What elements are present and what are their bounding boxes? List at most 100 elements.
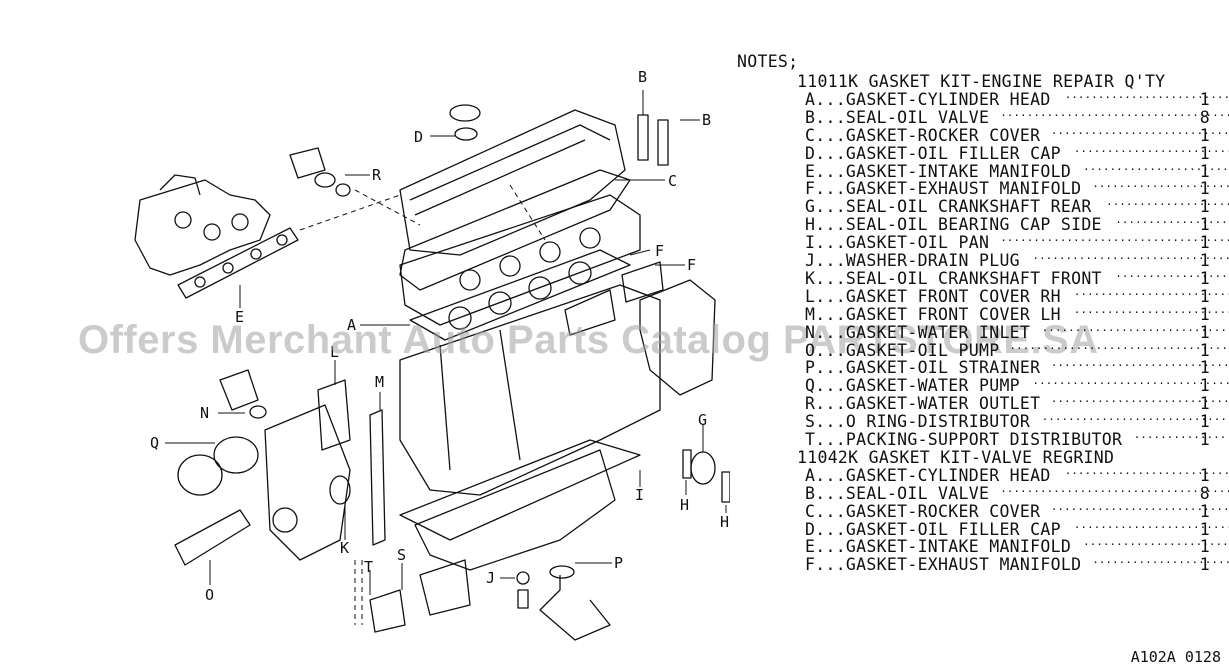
item-qty: 1 [1199,143,1210,163]
intake-manifold-gasket [177,227,299,299]
item-qty: 1 [1199,197,1210,217]
callout-f-lower: F [687,256,696,274]
engine-block [399,284,661,496]
item-label: D...GASKET-OIL FILLER CAP [805,143,1061,163]
item-label: P...GASKET-OIL STRAINER [805,358,1041,378]
item-qty: 1 [1199,376,1210,396]
callout-l: L [330,343,339,361]
item-label: B...SEAL-OIL VALVE [805,483,990,503]
item-label: Q...GASKET-WATER PUMP [805,376,1020,396]
oil-pan-gasket [399,439,641,541]
dot-leader: ......................... [1083,159,1229,173]
callout-r: R [372,166,382,184]
kit-title: 11042K GASKET KIT-VALVE REGRIND [797,447,1115,467]
item-label: J...WASHER-DRAIN PLUG [805,251,1020,270]
rocker-cover [399,109,626,256]
water-outlet [289,147,326,179]
item-label: S...O RING-DISTRIBUTOR [805,412,1031,432]
dot-leader: .................................. [1041,320,1229,334]
dot-leader: .................... [1106,195,1229,209]
callout-h-left: H [680,496,689,514]
callout-t: T [364,558,373,576]
callout-c: C [668,172,677,190]
item-qty: 1 [1199,251,1210,270]
dot-leader: .................. [1115,213,1229,227]
cylinder-head [399,194,641,326]
dot-leader: ....................... [1092,177,1229,191]
notes-header: NOTES; [737,52,799,71]
item-qty: 1 [1199,501,1210,521]
rocker-cover-gasket [399,169,631,291]
dot-leader: ............................. [1064,87,1229,101]
item-qty: 1 [1199,304,1210,324]
front-cover [264,404,351,561]
item-label: F...GASKET-EXHAUST MANIFOLD [805,555,1082,575]
item-qty: 1 [1199,519,1210,539]
dot-leader: ....................... [1092,553,1229,567]
kit-item-row: F...GASKET-EXHAUST MANIFOLD 1............… [805,553,1229,575]
dot-leader: .................................. [1041,410,1229,424]
callout-q: Q [150,434,159,452]
water-pump-gasket [213,436,259,474]
callout-b-right: B [702,111,711,129]
dot-leader: ........................................… [1000,231,1229,245]
kit-item-row: Q...GASKET-WATER PUMP 1..................… [805,374,1229,396]
item-qty: 1 [1199,179,1210,199]
dot-leader: ................................ [1050,392,1229,406]
cylinder-head-gasket [409,249,631,341]
item-label: E...GASKET-INTAKE MANIFOLD [805,161,1072,181]
item-label: D...GASKET-OIL FILLER CAP [805,519,1061,539]
item-label: G...SEAL-OIL CRANKSHAFT REAR [805,197,1092,217]
item-qty: 1 [1199,358,1210,378]
item-qty: 1 [1199,555,1210,575]
item-qty: 1 [1199,215,1210,235]
callout-o: O [205,586,214,604]
item-label: C...GASKET-ROCKER COVER [805,125,1041,145]
dot-leader: .............. [1133,428,1227,441]
exhaust-manifold [639,279,716,396]
callout-d: D [414,128,423,146]
item-qty: 1 [1199,537,1210,557]
dot-leader: ........................... [1073,302,1229,316]
callout-a: A [347,316,356,334]
water-inlet [219,369,259,411]
item-qty: 8 [1199,107,1210,127]
intake-manifold [134,179,271,276]
diagram-code: A102A 0128 [1130,648,1221,666]
item-label: T...PACKING-SUPPORT DISTRIBUTOR [805,430,1123,449]
item-label: B...SEAL-OIL VALVE [805,107,990,127]
callout-p: P [614,554,623,572]
dot-leader: ................................ [1050,356,1229,370]
item-label: N...GASKET-WATER INLET [805,322,1031,342]
dot-leader: ........................... [1073,284,1229,298]
callout-g: G [698,411,707,429]
item-label: A...GASKET-CYLINDER HEAD [805,465,1051,485]
kit-title: 11011K GASKET KIT-ENGINE REPAIR Q'TY [797,72,1166,91]
dot-leader: .................................... [1032,249,1229,262]
callout-f-upper: F [655,242,664,260]
item-label: E...GASKET-INTAKE MANIFOLD [805,537,1072,557]
item-qty: 1 [1199,286,1210,306]
dot-leader: ................................ [1050,123,1229,137]
item-qty: 1 [1199,412,1210,432]
dot-leader: ........................... [1073,517,1229,531]
distributor-support [369,589,406,633]
kit-item-row: G...SEAL-OIL CRANKSHAFT REAR 1...........… [805,195,1229,217]
dot-leader: ......................... [1083,535,1229,549]
dot-leader: ................................ [1050,499,1229,513]
item-label: A...GASKET-CYLINDER HEAD [805,89,1051,109]
callout-e: E [235,308,244,326]
item-qty: 1 [1199,268,1210,288]
item-qty: 1 [1199,340,1210,360]
dot-leader: .................................... [1032,374,1229,388]
front-cover-gasket-rh [317,379,351,451]
item-qty: 1 [1199,394,1210,414]
